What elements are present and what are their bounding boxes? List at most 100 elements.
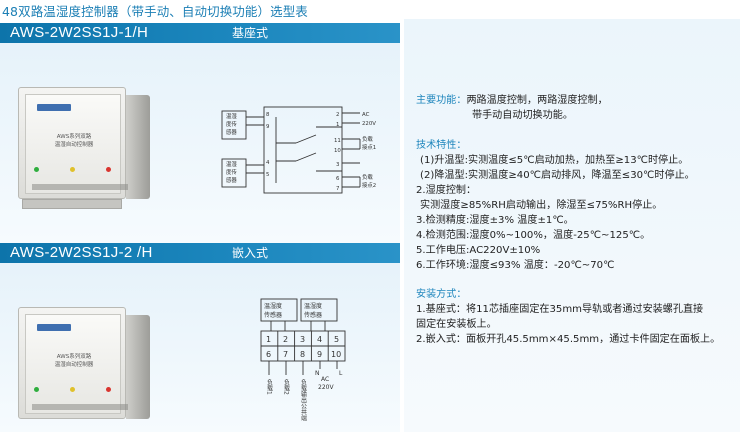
load-label: 接点2: [362, 181, 376, 189]
pin-number: 2: [283, 335, 288, 344]
install-heading: 安装方式：: [416, 289, 467, 300]
ac-label: AC: [321, 376, 329, 383]
device-series-line-1: AWS系列双路: [56, 134, 92, 140]
sensor-label: 温湿度: [264, 302, 282, 310]
pin-number: 8: [266, 112, 270, 118]
model-header-2: AWS-2W2SS1J-2 /H 嵌入式: [0, 243, 400, 263]
sensor-label: 温湿: [226, 112, 237, 120]
pin-number: 2: [336, 112, 339, 118]
load-label: 负载: [362, 135, 373, 143]
pin-number: 5: [334, 335, 339, 344]
spec-line: (1)升温型:实测温度≤5℃启动加热，加热至≥13℃时停止。: [420, 155, 689, 166]
model-selection-panel: AWS-2W2SS1J-1/H 基座式 AWS系列双路 温湿自动控制器: [0, 19, 400, 432]
sensor-label: 感器: [226, 176, 237, 184]
sensor-label: 温湿: [226, 160, 237, 168]
wiring-diagram-2: 温湿度 传感器 温湿度 传感器 1 2 3 4 5 6 7 8 9 10 N L…: [260, 298, 346, 422]
device-series-line-1: AWS系列双路: [56, 354, 92, 360]
pin-number: 6: [266, 350, 271, 359]
sensor-label: 度传: [226, 120, 237, 128]
install-line: 2.嵌入式：面板开孔45.5mm×45.5mm，通过卡件固定在面板上。: [416, 334, 721, 345]
model-section-2: AWS系列双路 温湿自动控制器: [0, 263, 400, 432]
ac-voltage: 220V: [362, 121, 376, 127]
pin-number: 5: [266, 172, 269, 178]
load-label: 负载: [362, 173, 373, 181]
ac-label: AC: [362, 112, 370, 118]
sensor-label: 度传: [226, 168, 237, 176]
controller-image-2: AWS系列双路 温湿自动控制器: [18, 307, 150, 427]
spec-line: 6.工作环境:湿度≤93% 温度：-20℃~70℃: [416, 260, 615, 271]
device-side: [126, 95, 150, 199]
mount-type-2: 嵌入式: [232, 246, 269, 260]
main-function-text: 带手动自动切换功能。: [472, 110, 573, 121]
led-indicator: [106, 167, 111, 172]
sensor-box: [300, 298, 338, 322]
install-line: 1.基座式：将11芯插座固定在35mm导轨或者通过安装螺孔直接: [416, 304, 704, 315]
maker-plate: [32, 184, 128, 190]
sensor-label: 传感器: [304, 311, 322, 319]
terminal-frame: [263, 106, 343, 194]
device-series-line-2: 温湿自动控制器: [54, 142, 94, 148]
neutral-label: N: [315, 370, 320, 377]
load-label: 负载输出公共端: [300, 378, 307, 422]
pin-number: 10: [334, 148, 341, 154]
pin-number: 4: [317, 335, 322, 344]
pin-number: 10: [331, 350, 341, 359]
device-base: [22, 199, 122, 209]
pin-number: 7: [283, 350, 288, 359]
led-indicator: [106, 387, 111, 392]
brand-logo: [37, 104, 71, 111]
pin-number: 4: [266, 160, 270, 166]
ac-voltage: 220V: [318, 384, 334, 391]
device-series-line-2: 温湿自动控制器: [54, 362, 94, 368]
spec-line: 实测湿度≥85%RH启动输出，除湿至≤75%RH停止。: [420, 200, 663, 211]
main-function-row: 主要功能：两路温度控制，两路湿度控制，: [416, 93, 608, 108]
sensor-label: 传感器: [264, 311, 282, 319]
spec-line: (2)降温型:实测温度≥40℃启动排风，降温至≤30℃时停止。: [420, 170, 695, 181]
sensor-box: [260, 298, 298, 322]
line-label: L: [339, 370, 343, 377]
pin-number: 3: [300, 335, 305, 344]
page-title: 48双路温湿度控制器（带手动、自动切换功能）选型表: [2, 4, 308, 19]
pin-number: 1: [266, 335, 271, 344]
sensor-label: 温湿度: [304, 302, 322, 310]
led-indicator: [34, 387, 39, 392]
spec-line: 3.检测精度:湿度±3% 温度±1℃。: [416, 215, 574, 226]
led-indicator: [70, 387, 75, 392]
load-label: 接点1: [362, 143, 376, 151]
spec-line: 4.检测范围:湿度0%~100%，温度-25℃~125℃。: [416, 230, 651, 241]
tech-heading: 技术特性：: [416, 140, 467, 151]
led-indicator: [34, 167, 39, 172]
pin-number: 1: [336, 122, 339, 128]
pin-number: 9: [317, 350, 322, 359]
main-function-label: 主要功能：: [416, 95, 467, 106]
controller-image-1: AWS系列双路 温湿自动控制器: [18, 87, 150, 209]
install-line: 固定在安装板上。: [416, 319, 497, 330]
model-name-2: AWS-2W2SS1J-2 /H: [10, 244, 153, 261]
pin-number: 3: [336, 162, 339, 168]
device-side: [126, 315, 150, 419]
led-indicator: [70, 167, 75, 172]
pin-number: 6: [336, 176, 340, 182]
pin-number: 8: [300, 350, 305, 359]
device-case: AWS系列双路 温湿自动控制器: [18, 87, 128, 199]
model-section-1: AWS系列双路 温湿自动控制器: [0, 43, 400, 243]
wiring-diagram-1: 温湿 度传 感器 温湿 度传 感器 8 9 4 5 2 1 11 10 3 6 …: [221, 106, 376, 194]
specification-panel: 主要功能：两路温度控制，两路湿度控制， 带手动自动切换功能。 技术特性： (1)…: [404, 19, 740, 432]
device-face: AWS系列双路 温湿自动控制器: [25, 314, 128, 414]
load-label: 负载2: [283, 378, 290, 395]
device-case: AWS系列双路 温湿自动控制器: [18, 307, 128, 419]
main-function-text: 两路温度控制，两路湿度控制，: [466, 95, 608, 106]
brand-logo: [37, 324, 71, 331]
model-header-1: AWS-2W2SS1J-1/H 基座式: [0, 23, 400, 43]
load-label: 负载1: [266, 378, 273, 395]
spec-line: 5.工作电压:AC220V±10%: [416, 245, 541, 256]
pin-number: 7: [336, 186, 339, 192]
device-face: AWS系列双路 温湿自动控制器: [25, 94, 128, 194]
mount-type-1: 基座式: [232, 26, 269, 40]
sensor-label: 感器: [226, 128, 237, 136]
pin-number: 11: [334, 138, 341, 144]
pin-number: 9: [266, 124, 270, 130]
model-name-1: AWS-2W2SS1J-1/H: [10, 24, 149, 41]
maker-plate: [32, 404, 128, 410]
spec-line: 2.湿度控制：: [416, 185, 477, 196]
